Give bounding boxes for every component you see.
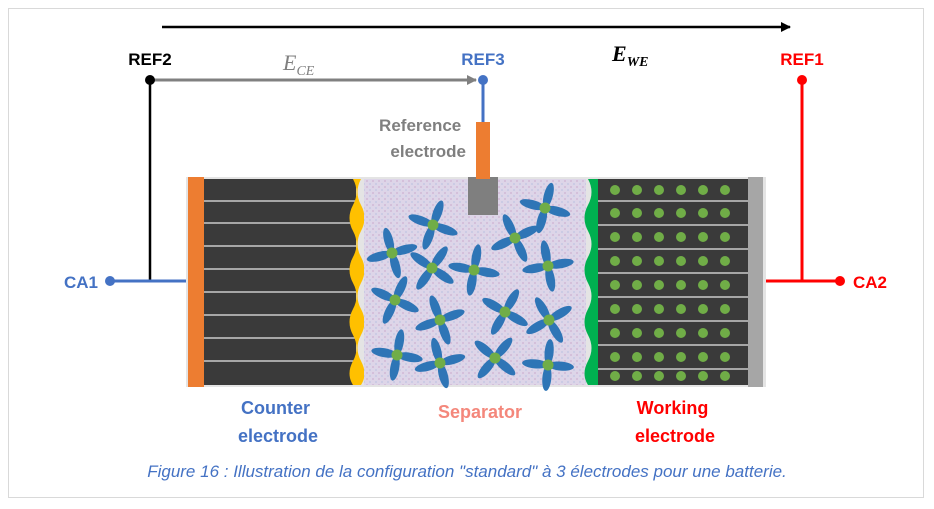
active-particle xyxy=(720,280,730,290)
ca1-label: CA1 xyxy=(64,273,98,292)
ref3-label: REF3 xyxy=(461,50,504,69)
active-particle xyxy=(720,352,730,362)
active-particle xyxy=(720,304,730,314)
active-particle xyxy=(632,185,642,195)
active-particle xyxy=(654,232,664,242)
active-particle xyxy=(654,256,664,266)
active-particle xyxy=(698,371,708,381)
active-particle xyxy=(632,352,642,362)
working-interface xyxy=(584,179,598,385)
ref2-terminal xyxy=(145,75,155,85)
active-particle xyxy=(610,352,620,362)
active-particle xyxy=(610,208,620,218)
active-particle xyxy=(720,232,730,242)
active-particle xyxy=(676,371,686,381)
active-particle xyxy=(698,352,708,362)
active-particle xyxy=(610,328,620,338)
active-particle xyxy=(610,232,620,242)
figure-caption: Figure 16 : Illustration de la configura… xyxy=(147,462,787,481)
working-electrode-layers xyxy=(598,200,748,370)
active-particle xyxy=(654,185,664,195)
working-electrode-label: Working electrode xyxy=(635,398,715,446)
active-particle xyxy=(698,185,708,195)
active-particle xyxy=(698,208,708,218)
active-particle xyxy=(676,280,686,290)
ref1-label: REF1 xyxy=(780,50,823,69)
active-particle xyxy=(632,371,642,381)
active-particle xyxy=(676,185,686,195)
reference-electrode-tip xyxy=(468,177,498,215)
active-particle xyxy=(698,232,708,242)
working-electrode-particles xyxy=(610,185,730,381)
active-particle xyxy=(654,304,664,314)
active-particle xyxy=(676,208,686,218)
active-particle xyxy=(698,304,708,314)
active-particle xyxy=(698,280,708,290)
counter-electrode-body xyxy=(204,179,356,385)
active-particle xyxy=(610,280,620,290)
active-particle xyxy=(654,371,664,381)
active-particle xyxy=(632,304,642,314)
ca2-terminal xyxy=(835,276,845,286)
ref2-label: REF2 xyxy=(128,50,171,69)
e-we-label: EWE xyxy=(611,41,648,70)
active-particle xyxy=(698,256,708,266)
e-ce-label: ECE xyxy=(282,50,315,79)
active-particle xyxy=(676,256,686,266)
active-particle xyxy=(720,208,730,218)
active-particle xyxy=(720,371,730,381)
active-particle xyxy=(654,352,664,362)
active-particle xyxy=(676,232,686,242)
counter-interface xyxy=(349,179,365,385)
active-particle xyxy=(610,304,620,314)
separator-label: Separator xyxy=(438,402,522,422)
counter-electrode-label: Counter electrode xyxy=(238,398,318,446)
active-particle xyxy=(720,328,730,338)
active-particle xyxy=(632,328,642,338)
active-particle xyxy=(654,208,664,218)
ca1-terminal xyxy=(105,276,115,286)
active-particle xyxy=(654,280,664,290)
active-particle xyxy=(610,185,620,195)
reference-electrode-label: Reference electrode xyxy=(379,116,466,161)
active-particle xyxy=(720,256,730,266)
active-particle xyxy=(676,352,686,362)
counter-electrode-layers xyxy=(204,200,356,362)
reference-electrode-wire xyxy=(476,122,490,179)
active-particle xyxy=(720,185,730,195)
active-particle xyxy=(632,232,642,242)
active-particle xyxy=(654,328,664,338)
active-particle xyxy=(610,371,620,381)
active-particle xyxy=(610,256,620,266)
ref1-terminal xyxy=(797,75,807,85)
active-particle xyxy=(632,208,642,218)
ca2-label: CA2 xyxy=(853,273,887,292)
active-particle xyxy=(632,280,642,290)
active-particle xyxy=(698,328,708,338)
ref3-terminal xyxy=(478,75,488,85)
active-particle xyxy=(676,328,686,338)
active-particle xyxy=(632,256,642,266)
active-particle xyxy=(676,304,686,314)
working-current-collector xyxy=(748,177,763,387)
counter-current-collector xyxy=(188,177,204,387)
